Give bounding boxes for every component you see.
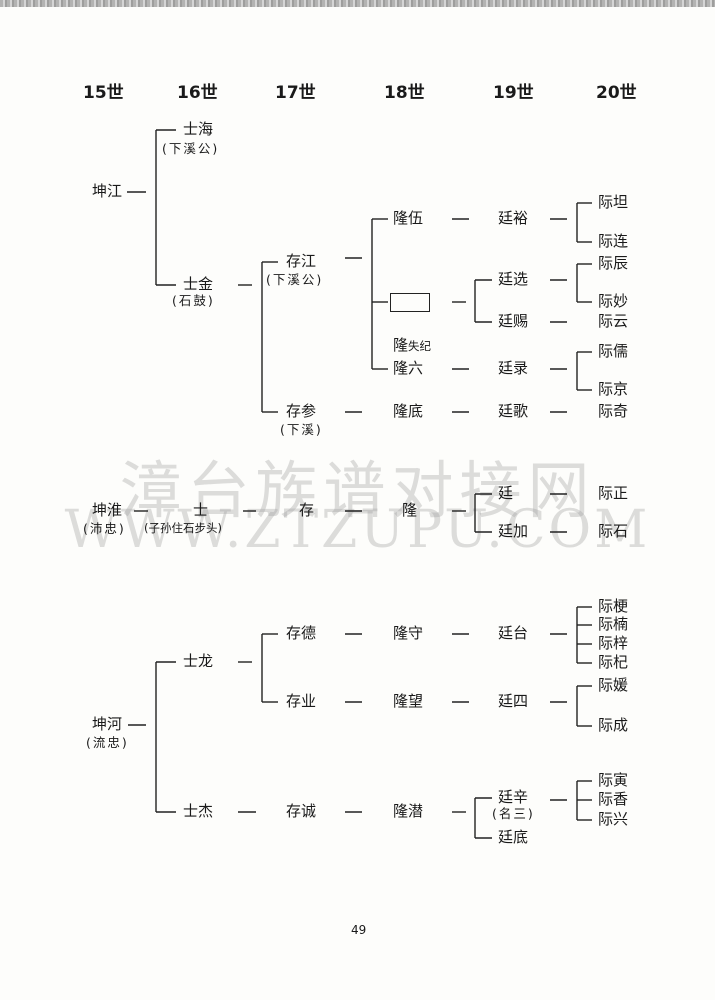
person-jiyun: 际云 [598,312,629,330]
person-jiyuan: 际媛 [598,676,629,694]
person-tingge: 廷歌 [498,402,529,420]
generation-header-16: 16世 [177,83,218,103]
person-shilong: 士龙 [183,652,214,670]
person-cunde: 存德 [286,624,317,642]
person-tingtai: 廷台 [498,624,529,642]
person-jimiao: 际妙 [598,292,629,310]
person-kunhuai: 坤淮 [92,501,123,519]
note-shi-b: (子孙住石步头) [144,521,222,535]
person-shijin: 士金 [183,275,214,293]
note-shihai: (下溪公) [162,141,220,156]
person-tinglu: 廷录 [498,359,529,377]
generation-header-15: 15世 [83,83,124,103]
person-cun-b: 存 [299,501,315,519]
person-jizheng: 际正 [598,484,629,502]
person-tingsi: 廷四 [498,692,529,710]
generation-header-19: 19世 [493,83,534,103]
person-tingjia: 廷加 [498,522,529,540]
person-jijing: 际京 [598,380,629,398]
generation-header-17: 17世 [275,83,316,103]
person-tingyu: 廷裕 [498,209,529,227]
page-number: 49 [351,923,367,937]
blank-name-box [390,293,430,312]
person-longshou: 隆守 [393,624,424,642]
note-kunhe: (流忠) [86,735,129,750]
person-tingxuan: 廷选 [498,270,529,288]
note-kunhuai: (沛忠) [83,521,126,536]
generation-header-18: 18世 [384,83,425,103]
note-longshiji: 失纪 [408,339,432,353]
note-cuncan: (下溪) [280,422,323,437]
note-shijin: (石鼓) [172,293,215,308]
person-jitan: 际坦 [598,193,629,211]
person-jinan: 际楠 [598,615,629,633]
person-long-b: 隆 [402,501,418,519]
generation-header-20: 20世 [596,83,637,103]
person-kunhe: 坤河 [92,715,123,733]
person-jilian: 际连 [598,232,629,250]
person-tingdi: 廷底 [498,828,529,846]
person-jiyin: 际寅 [598,771,629,789]
person-jicheng: 际成 [598,716,629,734]
person-longqian: 隆潜 [393,802,424,820]
person-ting-b: 廷 [498,484,514,502]
note-tingxin: (名三) [492,806,535,821]
person-shihai: 士海 [183,120,214,138]
person-shi-b: 士 [193,501,209,519]
person-longwang: 隆望 [393,692,424,710]
person-longshiji: 隆失纪 [393,336,432,354]
note-cunjiang: (下溪公) [266,272,324,287]
person-shijie: 士杰 [183,802,214,820]
person-kunjiang: 坤江 [92,182,123,200]
person-longdi: 隆底 [393,402,424,420]
person-longwu: 隆伍 [393,209,424,227]
person-jiqi2: 际杞 [598,653,629,671]
scan-edge [0,0,715,7]
person-cuncan: 存参 [286,402,317,420]
person-jixiang: 际香 [598,790,629,808]
person-tingxin: 廷辛 [498,788,529,806]
person-cunye: 存业 [286,692,317,710]
person-jixing: 际兴 [598,810,629,828]
person-jizi: 际梓 [598,634,629,652]
person-jiqi: 际奇 [598,402,629,420]
person-jishi: 际石 [598,522,629,540]
person-longliu: 隆六 [393,359,424,377]
person-jichen: 际辰 [598,254,629,272]
person-cuncheng: 存诚 [286,802,317,820]
person-cunjiang: 存江 [286,252,317,270]
person-jigeng: 际梗 [598,597,629,615]
person-tingci: 廷赐 [498,312,529,330]
person-jiru: 际儒 [598,342,629,360]
